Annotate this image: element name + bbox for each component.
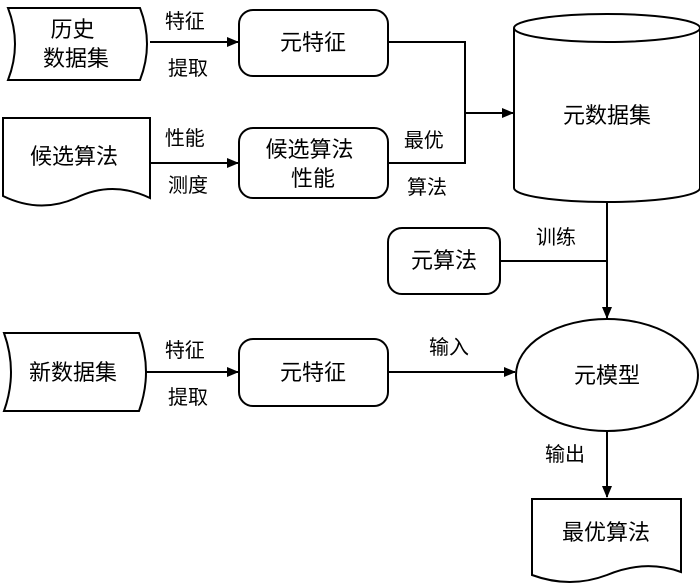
meta-features-top-node: 元特征 bbox=[238, 9, 389, 77]
svg-text:最优 算法: 最优 算法 bbox=[404, 128, 450, 199]
candidate-performance-label-line2: 性能 bbox=[291, 167, 335, 192]
meta-model-label: 元模型 bbox=[574, 364, 640, 389]
new-dataset-label: 新数据集 bbox=[29, 361, 117, 386]
new-dataset-node: 新数据集 bbox=[2, 332, 147, 412]
meta-algorithm-label: 元算法 bbox=[411, 249, 477, 274]
meta-dataset-node: 元数据集 bbox=[513, 13, 700, 203]
svg-text:性能 测度: 性能 测度 bbox=[165, 126, 211, 197]
edge-label-output: 输出 bbox=[545, 442, 585, 466]
meta-dataset-label: 元数据集 bbox=[563, 104, 651, 129]
edge-label-input: 输入 bbox=[429, 335, 469, 359]
history-dataset-label-line2: 数据集 bbox=[43, 47, 109, 72]
edge-meta-features-to-junction bbox=[388, 41, 466, 113]
candidate-performance-node: 候选算法 性能 bbox=[238, 127, 389, 199]
candidate-performance-label-line1: 候选算法 bbox=[265, 138, 353, 163]
meta-features-bottom-node: 元特征 bbox=[238, 338, 389, 407]
candidate-algorithms-label: 候选算法 bbox=[30, 145, 118, 170]
edge-performance-to-junction bbox=[388, 113, 466, 164]
history-dataset-node: 历史 数据集 bbox=[6, 7, 148, 81]
best-algorithm-node: 最优算法 bbox=[531, 498, 682, 583]
edge-label-train: 训练 bbox=[536, 225, 576, 249]
meta-algorithm-node: 元算法 bbox=[387, 227, 501, 295]
edge-label-feature-extraction-bottom-line2: 提取 bbox=[168, 385, 208, 409]
meta-model-node: 元模型 bbox=[515, 318, 699, 432]
meta-features-bottom-label: 元特征 bbox=[280, 361, 346, 386]
candidate-algorithms-node: 候选算法 bbox=[2, 117, 151, 207]
meta-features-top-label: 元特征 bbox=[280, 31, 346, 56]
best-algorithm-label: 最优算法 bbox=[562, 521, 650, 546]
svg-text:特征 提取: 特征 提取 bbox=[165, 9, 211, 80]
svg-text:候选算法 性能: 候选算法 性能 bbox=[265, 138, 360, 192]
history-dataset-label-line1: 历史 bbox=[50, 18, 94, 43]
svg-text:特征 提取: 特征 提取 bbox=[165, 338, 211, 409]
edge-label-feature-extraction-top-line1: 特征 bbox=[165, 9, 205, 33]
edge-label-best-algorithm-line1: 最优 bbox=[404, 128, 444, 152]
edge-label-performance-measure-line1: 性能 bbox=[165, 126, 205, 150]
edge-label-performance-measure-line2: 测度 bbox=[168, 173, 208, 197]
edge-label-feature-extraction-top-line2: 提取 bbox=[168, 56, 208, 80]
svg-text:历史 数据集: 历史 数据集 bbox=[43, 18, 109, 72]
edge-label-best-algorithm-line2: 算法 bbox=[407, 175, 447, 199]
edge-label-feature-extraction-bottom-line1: 特征 bbox=[165, 338, 205, 362]
